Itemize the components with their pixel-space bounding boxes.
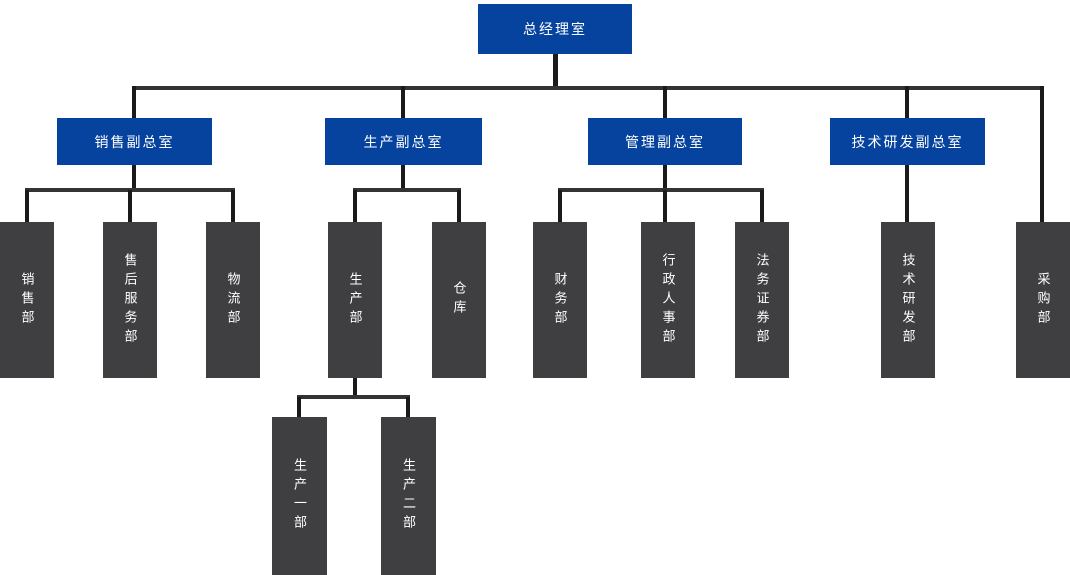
node-production-dept-2: 生产二部 (381, 417, 436, 575)
connector-drop-after-sales (128, 190, 132, 222)
node-warehouse: 仓库 (432, 222, 486, 378)
node-label: 生产一部 (292, 458, 307, 534)
node-label: 仓库 (451, 281, 467, 319)
node-tech-rd-dept: 技术研发部 (881, 222, 935, 378)
connector-proddept-stub (353, 378, 357, 397)
node-label: 生产二部 (401, 458, 416, 534)
node-finance-dept: 财务部 (533, 222, 587, 378)
node-procurement-dept: 采购部 (1016, 222, 1070, 378)
node-label: 销售副总室 (94, 133, 175, 150)
connector-drop-sales-vp (132, 86, 136, 118)
connector-drop-admin-hr (663, 190, 667, 222)
node-management-vp-office: 管理副总室 (588, 118, 742, 165)
connector-drop-sales-dept (25, 190, 29, 222)
connector-drop-procurement (1040, 86, 1044, 222)
connector-proddept-bar (297, 395, 410, 399)
node-label: 生产部 (347, 271, 363, 329)
connector-root-bar (132, 86, 1044, 90)
node-label: 采购部 (1035, 271, 1051, 329)
connector-drop-legal-securities (760, 190, 764, 222)
connector-drop-production-2 (406, 397, 410, 417)
node-label: 财务部 (552, 271, 568, 329)
connector-drop-finance (558, 190, 562, 222)
node-sales-vp-office: 销售副总室 (57, 118, 212, 165)
connector-drop-management-vp (663, 86, 667, 118)
node-production-vp-office: 生产副总室 (325, 118, 482, 165)
node-label: 售后服务部 (122, 252, 138, 348)
node-after-sales-service-dept: 售后服务部 (103, 222, 157, 378)
connector-drop-tech-rd-vp (905, 86, 909, 118)
connector-management-bar (558, 188, 764, 192)
node-label: 技术研发副总室 (851, 133, 964, 150)
node-label: 技术研发部 (900, 252, 916, 348)
node-label: 法务证券部 (754, 252, 770, 348)
node-admin-hr-dept: 行政人事部 (641, 222, 695, 378)
node-logistics-dept: 物流部 (206, 222, 260, 378)
connector-drop-production-dept (353, 190, 357, 222)
connector-sales-stub (132, 165, 136, 190)
node-legal-securities-dept: 法务证券部 (735, 222, 789, 378)
connector-root-stub (553, 54, 558, 88)
connector-production-bar (353, 188, 461, 192)
node-label: 销售部 (19, 271, 35, 329)
node-production-dept: 生产部 (328, 222, 382, 378)
connector-drop-tech-rd-dept (905, 165, 909, 222)
connector-drop-warehouse (457, 190, 461, 222)
connector-management-stub (663, 165, 667, 190)
node-sales-dept: 销售部 (0, 222, 54, 378)
node-label: 行政人事部 (660, 252, 676, 348)
node-tech-rd-vp-office: 技术研发副总室 (830, 118, 985, 165)
node-label: 管理副总室 (625, 133, 705, 150)
connector-production-stub (401, 165, 405, 190)
node-label: 生产副总室 (363, 133, 444, 150)
node-production-dept-1: 生产一部 (272, 417, 327, 575)
connector-drop-logistics (231, 190, 235, 222)
node-label: 总经理室 (523, 21, 587, 37)
node-general-manager-office: 总经理室 (478, 4, 632, 54)
connector-drop-production-1 (297, 397, 301, 417)
connector-drop-production-vp (401, 86, 405, 118)
node-label: 物流部 (225, 271, 241, 329)
